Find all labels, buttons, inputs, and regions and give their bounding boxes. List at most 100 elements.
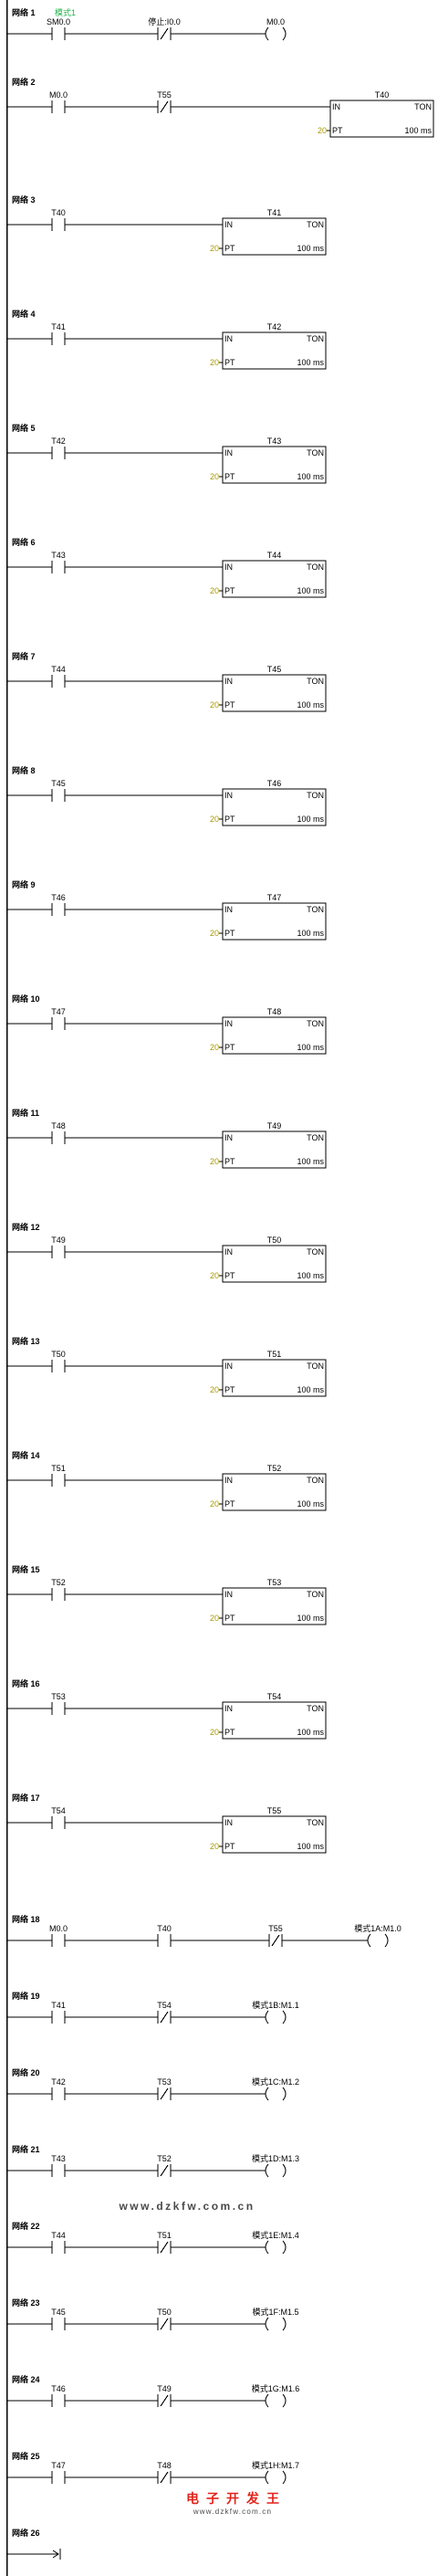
timer-in-label: IN [224,448,233,457]
timer-pt-label: PT [224,586,235,595]
timer-pt-label: PT [224,700,235,710]
timer-in-label: IN [332,102,340,111]
coil-right-arc [282,2163,287,2178]
timer-preset-value: 20 [210,1157,219,1166]
timer-preset-value: 20 [210,244,219,253]
coil-left-arc [265,2087,269,2101]
timer-name-label: T55 [267,1806,282,1815]
contact-operand-label: T51 [157,2231,172,2240]
network-label: 网络 21 [12,2144,40,2154]
timer-in-label: IN [224,791,233,800]
contact-operand-label: T43 [51,551,66,560]
timer-in-label: IN [224,1362,233,1371]
timer-name-label: T53 [267,1578,282,1587]
network-label: 网络 26 [12,2528,40,2538]
timer-name-label: T49 [267,1121,282,1130]
timer-timebase-label: 100 ms [297,1842,324,1851]
network-label: 网络 17 [12,1793,40,1803]
timer-pt-label: PT [224,244,235,253]
network-label: 网络 18 [12,1914,40,1924]
timer-name-label: T47 [267,893,282,902]
contact-operand-label: T55 [157,90,172,100]
network-label: 网络 10 [12,994,40,1004]
timer-box-frame [222,1245,327,1283]
timer-box-frame [222,560,327,598]
contact-operand-label: T45 [51,779,66,788]
coil-right-arc [282,2087,287,2101]
timer-box-frame [222,788,327,826]
timer-pt-label: PT [224,815,235,824]
network-label: 网络 13 [12,1336,40,1346]
normally-open-contact: T52 [51,1578,66,1601]
network-label: 网络 20 [12,2067,40,2077]
normally-open-contact: T45 [51,2308,66,2330]
timer-pt-label: PT [224,472,235,481]
contact-operand-label: T46 [51,2384,66,2393]
coil-left-arc [265,2240,269,2255]
contact-operand-label: T49 [157,2384,172,2393]
coil-left-arc [265,2010,269,2024]
normally-open-contact: T45 [51,779,66,802]
contact-negation-slash [271,1934,280,1947]
coil-right-arc [282,2010,287,2024]
timer-box-frame [222,1815,327,1854]
normally-closed-contact: T50 [157,2308,172,2330]
timer-box-frame [222,1701,327,1740]
normally-open-contact: SM0.0 [47,17,70,40]
contact-operand-label: T45 [51,2308,66,2317]
timer-type-label: TON [307,1247,324,1256]
network-label: 网络 23 [12,2297,40,2308]
timer-timebase-label: 100 ms [297,1614,324,1623]
contact-operand-label: SM0.0 [47,17,70,26]
contact-operand-label: T40 [51,208,66,217]
normally-open-contact: T43 [51,551,66,573]
network-label: 网络 2 [12,77,36,87]
timer-box-frame [222,1130,327,1169]
contact-operand-label: 停止:I0.0 [148,16,181,26]
timer-box-frame [222,902,327,941]
contact-negation-slash [160,2087,169,2100]
timer-in-label: IN [224,563,233,572]
timer-type-label: TON [307,1133,324,1142]
timer-name-label: T40 [375,90,390,100]
coil-right-arc [384,1933,389,1948]
normally-closed-contact: 停止:I0.0 [148,16,181,40]
network-26: 网络 26 [6,2528,61,2560]
contact-operand-label: T54 [157,2001,172,2010]
coil-left-arc [265,2163,269,2178]
timer-pt-label: PT [224,1157,235,1166]
network-label: 网络 4 [12,309,36,319]
contact-operand-label: T53 [157,2077,172,2087]
contact-operand-label: T49 [51,1235,66,1245]
normally-closed-contact: T53 [157,2077,172,2100]
normally-open-contact: T47 [51,1007,66,1030]
timer-preset-value: 20 [210,1043,219,1052]
timer-pt-label: PT [224,1271,235,1280]
contact-operand-label: T53 [51,1692,66,1701]
output-coil: 模式1B:M1.1 [252,2000,299,2024]
contact-operand-label: T48 [157,2461,172,2470]
output-coil: 模式1C:M1.2 [252,2077,299,2101]
contact-operand-label: T44 [51,665,66,674]
normally-open-contact: T42 [51,436,66,459]
output-coil: 模式1G:M1.6 [252,2383,299,2408]
coil-left-arc [265,2317,269,2331]
timer-type-label: TON [307,563,324,572]
timer-timebase-label: 100 ms [297,1499,324,1509]
timer-in-label: IN [224,905,233,914]
timer-pt-label: PT [224,929,235,938]
network-label: 网络 5 [12,423,36,433]
timer-type-label: TON [307,1590,324,1599]
